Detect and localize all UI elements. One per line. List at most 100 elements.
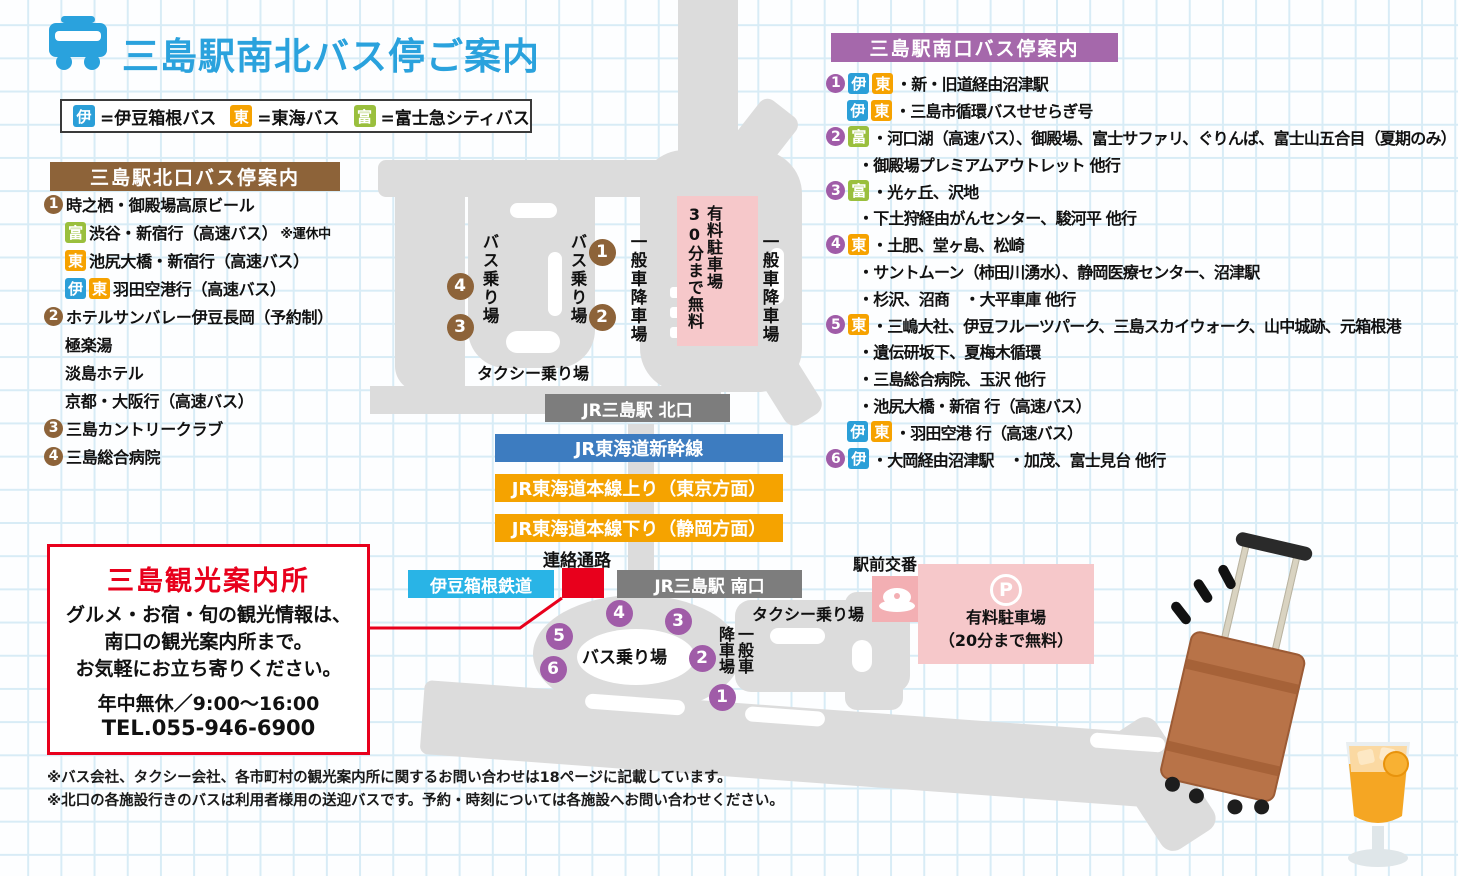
guide-row: ・杉沢、沼商 ・大平車庫 他行 <box>826 284 1456 311</box>
destination-text: ・サントムーン（柿田川湧水）、静岡医療センター、沼津駅 <box>858 262 1260 282</box>
south-parking-label: 有料駐車場 （20分まで無料） <box>938 608 1074 650</box>
company-badge-tokai: 東 <box>230 105 253 127</box>
company-badge: 東 <box>848 233 869 255</box>
destination-text: 池尻大橋・新宿行（高速バス） <box>89 252 309 271</box>
map-stop-north-4: 4 <box>446 272 474 300</box>
destination-text: ホテルサンバレー伊豆長岡（予約制） <box>66 308 333 327</box>
legend-label: =東海バス <box>257 108 340 129</box>
road-top-entry <box>678 0 738 162</box>
footnote-2: ※北口の各施設行きのバスは利用者様用の送迎バスです。予約・時刻については各施設へ… <box>47 793 784 809</box>
destination-text: 京都・大阪行（高速バス） <box>65 392 254 411</box>
guide-row: 伊東・三島市循環バスせせらぎ号 <box>826 97 1456 124</box>
passage-label: 連絡通路 <box>543 551 611 571</box>
company-badge: 東 <box>848 314 869 336</box>
map-stop-south-2: 2 <box>688 644 716 672</box>
guide-row: 淡島ホテル <box>44 358 333 386</box>
tourist-info-tel: TEL.055-946-6900 <box>101 716 316 740</box>
destination-text: ・三島総合病院、玉沢 他行 <box>858 370 1046 390</box>
suitcase-strap <box>1185 658 1299 695</box>
destination-text: ・新・旧道経由沼津駅 <box>896 75 1049 95</box>
parking-icon: P <box>990 574 1022 606</box>
stop-number-badge: 4 <box>44 446 63 466</box>
guide-row: 極楽湯 <box>44 330 333 358</box>
guide-row: 伊東・羽田空港 行（高速バス） <box>826 418 1456 445</box>
company-badge: 富 <box>848 126 869 148</box>
legend-item: 富 =富士急シティバス <box>353 104 530 129</box>
taxi-label-north: タクシー乗り場 <box>477 364 590 383</box>
bus-boarding-label-south: バス乗り場 <box>582 648 667 668</box>
destination-text: ・土肥、堂ヶ島、松崎 <box>872 236 1025 256</box>
destination-text: 三島カントリークラブ <box>66 420 224 439</box>
dropoff-label-south: 一般車 降車場 <box>716 626 754 674</box>
lane-mark <box>770 628 825 644</box>
legend-label: =伊豆箱根バス <box>100 108 217 129</box>
map-stop-south-3: 3 <box>664 607 692 635</box>
destination-text: ・杉沢、沼商 ・大平車庫 他行 <box>858 289 1076 309</box>
company-badge: 東 <box>871 421 892 443</box>
shinkansen-bar: JR東海道新幹線 <box>495 434 783 462</box>
map-stop-south-5: 5 <box>545 622 573 650</box>
south-guide-header: 三島駅南口バス停案内 <box>831 33 1118 62</box>
dropoff-label-north-right: 一般車降車場 <box>760 233 779 344</box>
guide-row: 富渋谷・新宿行（高速バス）※運休中 <box>44 218 333 246</box>
guide-row: 東池尻大橋・新宿行（高速バス） <box>44 246 333 274</box>
bus-boarding-label-north-mid: バス乗り場 <box>568 233 587 326</box>
guide-row: 京都・大阪行（高速バス） <box>44 386 333 414</box>
stop-number-badge: 4 <box>826 234 845 254</box>
company-badge: 東 <box>871 99 892 121</box>
destination-text: ・遺伝研坂下、夏梅木循環 <box>858 343 1041 363</box>
destination-text: 時之栖・御殿場高原ビール <box>66 196 255 215</box>
footnote-1: ※バス会社、タクシー会社、各市町村の観光案内所に関するお問い合わせは18ページに… <box>47 770 732 786</box>
police-hat-icon <box>879 588 915 612</box>
guide-row: ・遺伝研坂下、夏梅木循環 <box>826 338 1456 365</box>
bus-loop-island <box>548 252 562 316</box>
destination-text: 淡島ホテル <box>65 364 144 383</box>
destination-text: ・大岡経由沼津駅 ・加茂、富士見台 他行 <box>872 450 1166 470</box>
page-title: 三島駅南北バス停ご案内 <box>122 35 540 78</box>
taxi-label-south: タクシー乗り場 <box>752 605 865 624</box>
destination-text: 渋谷・新宿行（高速バス） <box>89 224 278 243</box>
tokaido-up-bar: JR東海道本線上り（東京方面） <box>495 474 783 502</box>
company-badge-fuji: 富 <box>353 105 376 127</box>
company-badge: 東 <box>89 277 110 299</box>
legend: 伊 =伊豆箱根バス 東 =東海バス 富 =富士急シティバス <box>60 99 532 133</box>
stop-number-badge: 2 <box>44 306 63 326</box>
stop-number-badge: 2 <box>826 127 845 147</box>
map-stop-north-3: 3 <box>446 313 474 341</box>
stop-number-badge: 5 <box>826 315 845 335</box>
destination-text: ・三嶋大社、伊豆フルーツパーク、三島スカイウォーク、山中城跡、元箱根港 <box>872 316 1402 336</box>
bus-icon <box>49 16 107 70</box>
guide-row: ・下土狩経由がんセンター、駿河平 他行 <box>826 204 1456 231</box>
destination-text: ・池尻大橋・新宿 行（高速バス） <box>858 396 1092 416</box>
destination-text: 極楽湯 <box>65 336 113 355</box>
north-guide-header: 三島駅北口バス停案内 <box>50 162 340 191</box>
guide-row: 伊東羽田空港行（高速バス） <box>44 274 333 302</box>
map-stop-south-1: 1 <box>708 683 736 711</box>
stop-number-badge: 1 <box>44 194 63 214</box>
tourist-info-marker <box>562 568 604 598</box>
company-badge: 東 <box>872 72 893 94</box>
company-badge: 伊 <box>847 99 868 121</box>
tourist-info-text: グルメ・お宿・旬の観光情報は、 南口の観光案内所まで。 お気軽にお立ち寄りくださ… <box>65 604 351 680</box>
destination-text: ・河口湖（高速バス）、御殿場、富士サファリ、ぐりんぱ、富士山五合目（夏期のみ） <box>872 128 1457 148</box>
stop-number-badge: 3 <box>44 418 63 438</box>
north-parking-area <box>677 196 758 346</box>
guide-row: ・御殿場プレミアムアウトレット 他行 <box>826 150 1456 177</box>
company-badge: 富 <box>65 221 86 243</box>
company-badge: 伊 <box>848 448 869 470</box>
map-stop-north-2: 2 <box>588 303 616 331</box>
destination-text: ・羽田空港 行（高速バス） <box>895 423 1083 443</box>
guide-row: ・サントムーン（柿田川湧水）、静岡医療センター、沼津駅 <box>826 258 1456 285</box>
map-stop-south-4: 4 <box>605 599 633 627</box>
